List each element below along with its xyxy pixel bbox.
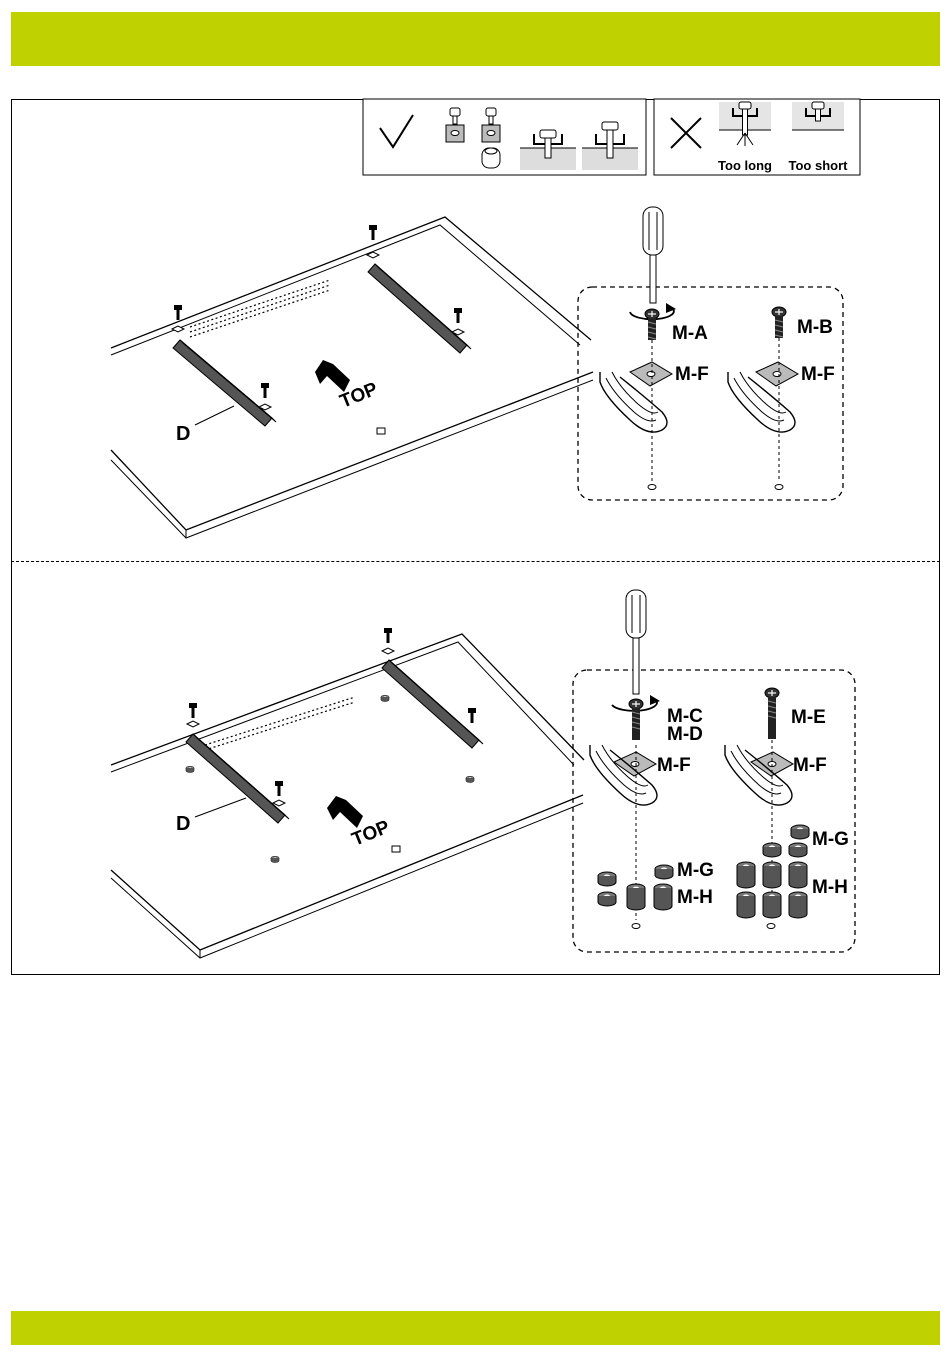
screw-icon (454, 308, 462, 323)
screw-a-label: M-A (672, 323, 708, 344)
washer-right-label: M-F (793, 755, 827, 776)
screw-icon (384, 628, 392, 643)
washer-icon (273, 800, 285, 806)
spacer-icon (791, 825, 809, 839)
screwdriver-icon (626, 590, 646, 694)
spacer-g-right-label: M-G (812, 829, 849, 850)
rail-icon (725, 745, 792, 805)
spacer-icon (655, 865, 673, 879)
bracket-d-left (173, 340, 276, 426)
bracket-label: D (176, 423, 190, 445)
washer-right-label: M-F (801, 364, 835, 385)
screw-detail-step2: M-C M-D M-E M-F M-F M-G M-H (573, 590, 855, 952)
bracket-label: D (176, 813, 190, 835)
spacer-icon (737, 862, 755, 888)
screw-icon (772, 307, 786, 338)
screw-icon (765, 688, 779, 719)
spacer-icon (627, 884, 645, 910)
rail-icon (590, 745, 657, 805)
spacer-icon (789, 862, 807, 888)
screw-icon (369, 225, 377, 240)
screw-icon (629, 699, 643, 730)
screw-icon (468, 708, 476, 723)
screw-icon (275, 781, 283, 796)
tv-back-panel-step1: TOP D (111, 217, 593, 538)
tv-back-panel-step2: TOP D (111, 628, 584, 958)
screw-icon (174, 305, 182, 320)
spacer-icon (763, 862, 781, 888)
washer-left-label: M-F (675, 364, 709, 385)
spacer-icon (763, 892, 781, 918)
spacer-g-left-label: M-G (677, 860, 714, 881)
top-arrow-icon (315, 360, 350, 392)
spacer-h-right-label: M-H (812, 877, 848, 898)
too-long-label: Too long (718, 158, 772, 173)
screw-b-label: M-B (797, 317, 833, 338)
screwdriver-icon (643, 207, 663, 303)
spacer-icon (789, 843, 807, 857)
screw-icon (261, 383, 269, 398)
spacer-icon (598, 872, 616, 886)
spacer-icon (654, 884, 672, 910)
bracket-d-right (382, 660, 483, 748)
spacer-icon (737, 892, 755, 918)
spacer-icon (598, 892, 616, 906)
washer-icon (382, 648, 394, 654)
screw-d-label: M-D (667, 724, 703, 745)
spacer-icon (763, 843, 781, 857)
top-arrow-icon (327, 796, 363, 828)
bracket-d-left (186, 734, 289, 823)
washer-left-label: M-F (657, 755, 691, 776)
screw-detail-step1: M-A M-B M-F M-F (578, 207, 843, 500)
screw-length-legend: Too long Too short (363, 99, 860, 175)
too-short-label: Too short (789, 158, 849, 173)
screw-e-label: M-E (791, 707, 826, 728)
spacer-h-left-label: M-H (677, 887, 713, 908)
spacer-icon (789, 892, 807, 918)
washer-icon (187, 721, 199, 727)
screw-icon (189, 703, 197, 718)
screw-icon (645, 309, 659, 340)
